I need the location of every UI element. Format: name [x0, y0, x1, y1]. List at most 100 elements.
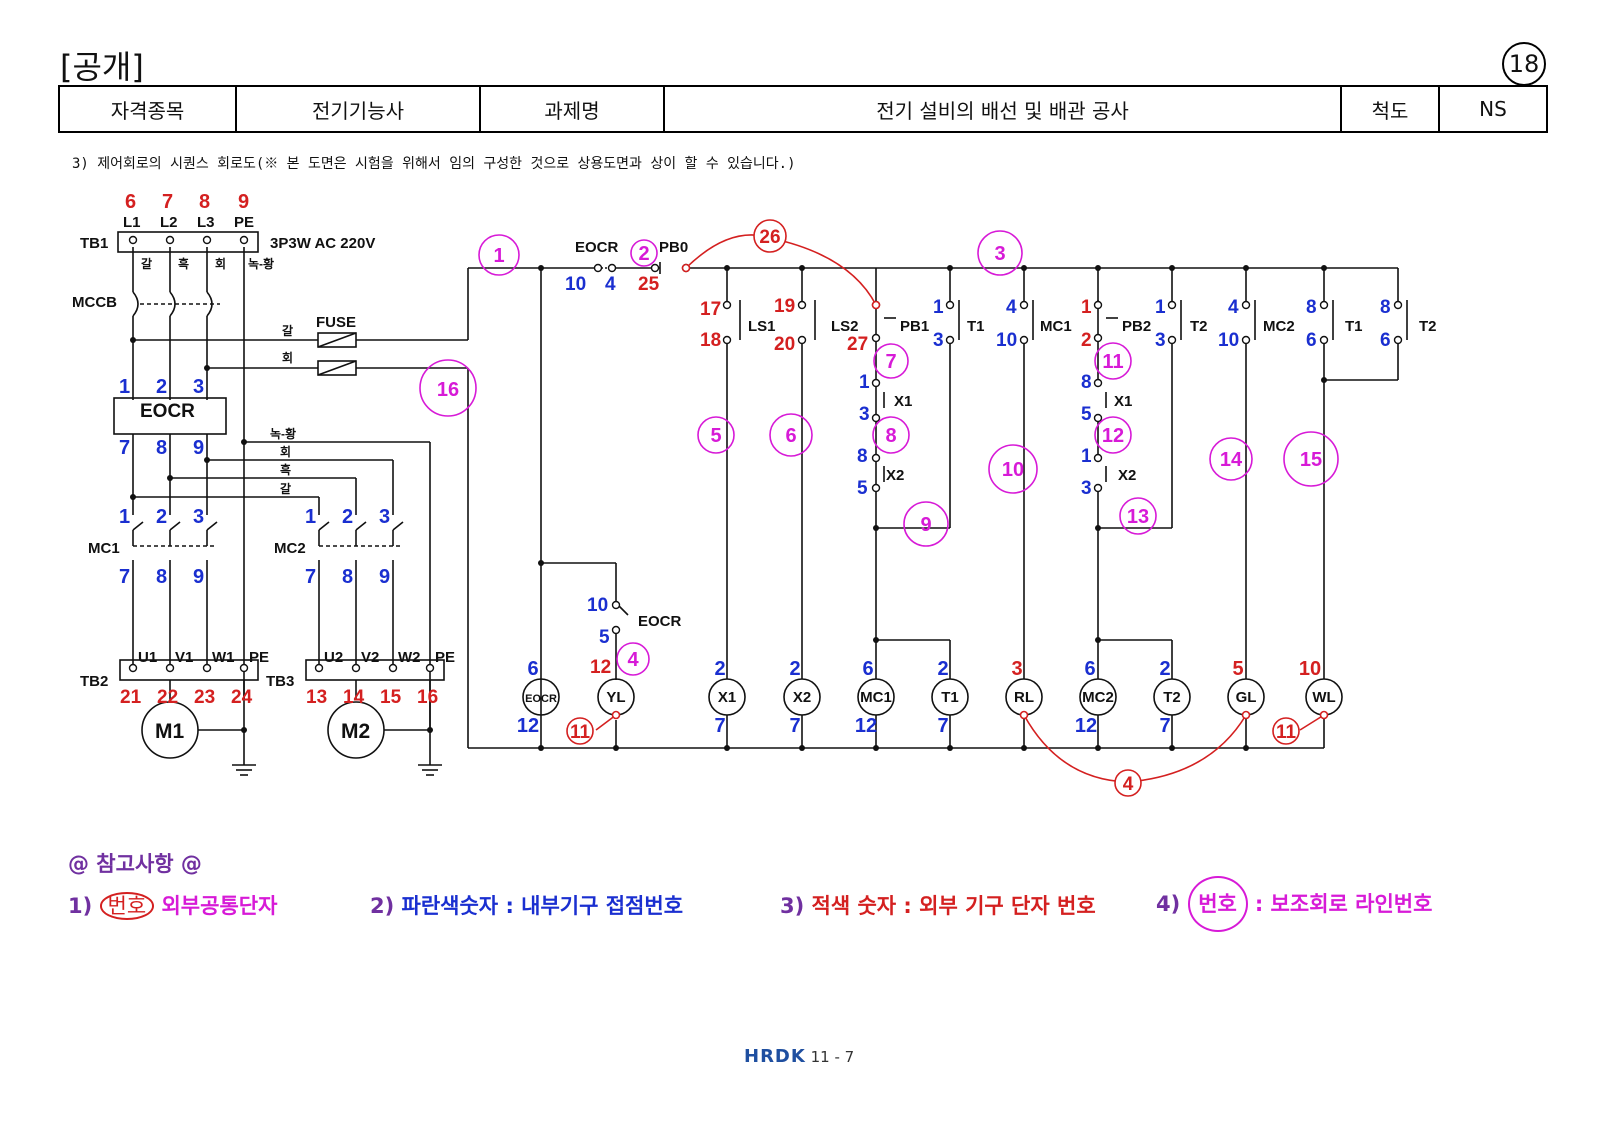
reference-item-4-text: : 보조회로 라인번호 [1254, 892, 1433, 916]
tb1-block [117, 231, 259, 253]
line-num-2: 2 [638, 243, 649, 265]
eocr-b-b: 5 [599, 627, 610, 648]
reference-item-4: 4) 번호 : 보조회로 라인번호 [1156, 876, 1432, 932]
load-name-t2: T2 [1163, 689, 1181, 706]
info-label-task: 과제명 [479, 85, 665, 133]
reference-item-1-text: 외부공통단자 [161, 894, 278, 918]
bus-wire-green-yellow: 녹-황 [270, 426, 296, 441]
tb2-phase-u1: U1 [138, 649, 157, 666]
ext-common-markers [566, 219, 1329, 797]
x1b-b: 5 [1081, 404, 1092, 425]
t2t-b: 6 [1380, 330, 1391, 351]
eocr-contact-b: 4 [605, 274, 616, 295]
reference-title: @ 참고사항 @ [68, 852, 202, 876]
line-num-7: 7 [885, 351, 896, 373]
line-num-4: 4 [627, 649, 639, 671]
mc2-label: MC2 [274, 540, 306, 557]
mccb-label: MCCB [72, 294, 117, 311]
load-name-x1: X1 [718, 689, 736, 706]
reference-item-2: 2) 파란색숫자 : 내부기구 접점번호 [370, 890, 683, 920]
tb1-term-1: 6 [125, 191, 136, 213]
t1t-b: 6 [1306, 330, 1317, 351]
reference-item-1-circled: 번호 [99, 892, 155, 920]
line-number-circles [419, 230, 1339, 676]
line-num-12: 12 [1102, 425, 1124, 447]
load-top-x1: 2 [714, 658, 725, 680]
line-num-1: 1 [493, 245, 504, 267]
tb2-phase-pe: PE [249, 649, 269, 666]
mc2c-a: 4 [1228, 297, 1239, 318]
wire-color-grey: 회 [215, 256, 226, 271]
tb2-phase-w1: W1 [212, 649, 235, 666]
tb1-term-3: 8 [199, 191, 210, 213]
load-name-gl: GL [1236, 689, 1257, 706]
mc1-out-8: 8 [156, 566, 167, 588]
info-value-qualification: 전기기능사 [235, 85, 481, 133]
page-number-badge: 18 [1502, 42, 1546, 86]
x1a-a: 1 [859, 372, 870, 393]
line-num-11: 11 [1102, 351, 1123, 373]
reference-item-4-circled: 번호 [1187, 876, 1248, 932]
eocr-b-label: EOCR [638, 613, 682, 630]
hrdk-logo: HRDK [744, 1046, 806, 1067]
footer-page: 11 - 7 [810, 1048, 855, 1066]
mc2-out-8: 8 [342, 566, 353, 588]
load-top-t2: 2 [1159, 658, 1170, 680]
t1-timer-contact-label: T1 [1345, 318, 1363, 335]
line-num-6: 6 [785, 425, 796, 447]
eocr-contact-a: 10 [565, 274, 586, 295]
mc2-out-9: 9 [379, 566, 390, 588]
line-num-13: 13 [1127, 506, 1149, 528]
eocr-contact-ext-25: 25 [638, 274, 660, 295]
info-label-qualification: 자격종목 [58, 85, 237, 133]
mccb-switch-l1 [132, 291, 139, 317]
motor-m1 [141, 701, 199, 759]
load-name-wl: WL [1312, 689, 1335, 706]
tb1-phase-l2: L2 [160, 214, 178, 231]
mc2-in-1: 1 [305, 506, 316, 528]
load-top-mc2: 6 [1084, 658, 1095, 680]
motor-m2 [327, 701, 385, 759]
reference-item-4-num: 4) [1156, 892, 1181, 916]
eocr-contact-label: EOCR [575, 239, 619, 256]
x2a-a: 8 [857, 446, 868, 467]
motor-m2-label: M2 [341, 720, 370, 743]
tb3-phase-pe: PE [435, 649, 455, 666]
eocr-in-2: 2 [156, 376, 167, 398]
mc2-out-7: 7 [305, 566, 316, 588]
ls1-label: LS1 [748, 318, 776, 335]
line-num-16: 16 [437, 379, 459, 401]
load-name-t1: T1 [941, 689, 959, 706]
line-num-14: 14 [1220, 449, 1243, 471]
mc1-in-3: 3 [193, 506, 204, 528]
x1b-a: 8 [1081, 372, 1092, 393]
tb2-term-24: 24 [231, 687, 253, 708]
tb1-phase-l1: L1 [123, 214, 141, 231]
t2-contact-label: T2 [1190, 318, 1208, 335]
line-num-8: 8 [885, 425, 896, 447]
load-name-mc2: MC2 [1082, 689, 1114, 706]
tb3-phase-w2: W2 [398, 649, 421, 666]
tb3-block [305, 659, 445, 681]
t1c-b: 3 [933, 330, 944, 351]
t1c-a: 1 [933, 297, 944, 318]
mc1-in-1: 1 [119, 506, 130, 528]
ls1-bot: 18 [700, 330, 721, 351]
tb1-phase-pe: PE [234, 214, 254, 231]
info-value-scale: NS [1438, 85, 1548, 133]
ls2-top: 19 [774, 296, 795, 317]
tb3-phase-u2: U2 [324, 649, 343, 666]
x2a-label: X2 [886, 467, 904, 484]
load-name-rl: RL [1014, 689, 1034, 706]
mc1c-a: 4 [1006, 297, 1017, 318]
load-top-rl: 3 [1011, 658, 1022, 680]
ls2-ext-27: 27 [847, 334, 868, 355]
tb1-term-2: 7 [162, 191, 173, 213]
pb2-b: 2 [1081, 330, 1092, 351]
load-top-wl: 10 [1299, 658, 1321, 680]
load-bot-x1: 7 [714, 715, 725, 737]
x2b-b: 3 [1081, 478, 1092, 499]
t2c-b: 3 [1155, 330, 1166, 351]
t2-timer-contact-label: T2 [1419, 318, 1437, 335]
tb3-term-15: 15 [380, 687, 402, 708]
